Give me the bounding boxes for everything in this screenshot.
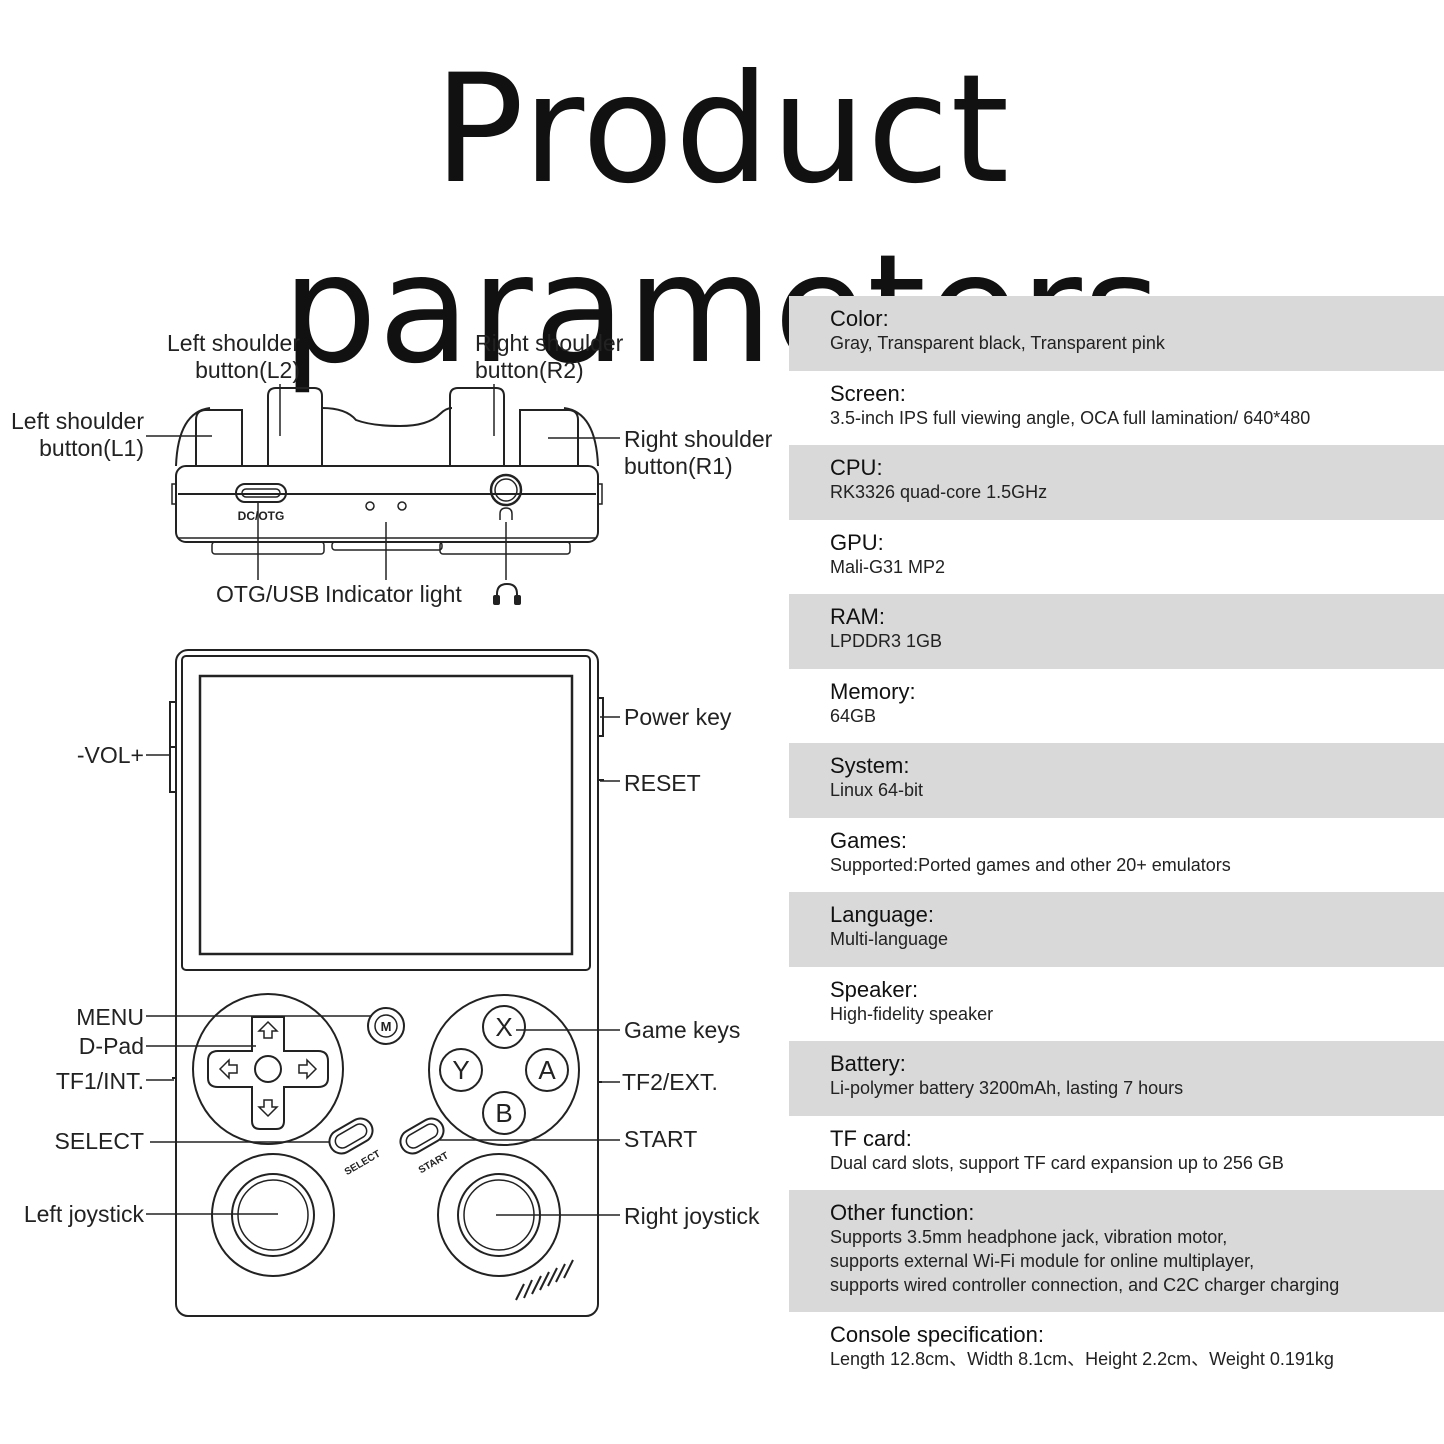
arrow-up-icon: [257, 1020, 279, 1039]
indicator-light-1: [365, 501, 375, 511]
spec-value: Gray, Transparent black, Transparent pin…: [830, 333, 1165, 353]
spec-table: Color:Gray, Transparent black, Transpare…: [789, 296, 1444, 1387]
dpad-ring: [192, 993, 344, 1145]
label-menu: MENU: [76, 1004, 144, 1030]
screen-bezel: [181, 655, 591, 971]
spec-row: TF card:Dual card slots, support TF card…: [789, 1116, 1444, 1191]
spec-label: Screen:: [830, 380, 906, 406]
spec-row: Language:Multi-language: [789, 892, 1444, 967]
button-b: [482, 1091, 526, 1135]
shoulder-l2: [267, 387, 323, 466]
spec-value: Length 12.8cm、Width 8.1cm、Height 2.2cm、W…: [830, 1349, 1334, 1369]
label-otg-usb: OTG/USB: [216, 581, 320, 607]
spec-label: Other function:: [830, 1200, 975, 1225]
top-body: [175, 465, 599, 543]
label-reset: RESET: [624, 770, 701, 796]
btn-b-label: B: [495, 1098, 512, 1128]
shoulder-r2: [449, 387, 505, 466]
button-a: [525, 1048, 569, 1092]
spec-label: RAM:: [830, 604, 885, 629]
select-small-label: SELECT: [343, 1149, 383, 1178]
label-start: START: [624, 1126, 698, 1152]
spec-label: Battery:: [830, 1051, 906, 1076]
arrow-left-icon: [218, 1058, 238, 1080]
spec-row: Other function:Supports 3.5mm headphone …: [789, 1190, 1444, 1312]
menu-button: [367, 1007, 405, 1045]
spec-label: Speaker:: [830, 976, 919, 1002]
spec-label: GPU:: [830, 529, 884, 555]
label-dpad: D-Pad: [78, 1033, 144, 1059]
screen: [198, 674, 574, 956]
label-right-shoulder-r2: Right shoulder button(R2): [475, 330, 624, 383]
spec-row: Screen:3.5-inch IPS full viewing angle, …: [789, 371, 1444, 446]
label-power-key: Power key: [624, 704, 732, 730]
label-select: SELECT: [54, 1128, 144, 1154]
spec-row: CPU:RK3326 quad-core 1.5GHz: [789, 445, 1444, 520]
dc-otg-label: DC/OTG: [238, 509, 285, 523]
label-left-shoulder-l2: Left shoulder button(L2): [167, 330, 300, 383]
spec-label: Language:: [830, 902, 934, 927]
arrow-down-icon: [257, 1099, 279, 1118]
spec-value: RK3326 quad-core 1.5GHz: [830, 482, 1048, 502]
dpad: [207, 1016, 329, 1130]
spec-row: Games:Supported:Ported games and other 2…: [789, 818, 1444, 893]
spec-label: CPU:: [830, 455, 883, 480]
shoulder-l1: [195, 409, 243, 466]
spec-row: Console specification:Length 12.8cm、Widt…: [789, 1312, 1444, 1387]
left-joystick: [211, 1153, 335, 1277]
spec-value: Li-polymer battery 3200mAh, lasting 7 ho…: [830, 1078, 1184, 1098]
spec-value: 64GB: [830, 705, 877, 726]
label-tf2: TF2/EXT.: [622, 1069, 718, 1095]
spec-value: Multi-language: [830, 929, 949, 949]
spec-row: Speaker:High-fidelity speaker: [789, 967, 1444, 1042]
spec-value: LPDDR3 1GB: [830, 631, 943, 651]
spec-label: Color:: [830, 306, 889, 331]
label-game-keys: Game keys: [624, 1017, 741, 1043]
start-small-label: START: [417, 1150, 451, 1176]
spec-row: GPU:Mali-G31 MP2: [789, 520, 1444, 595]
btn-y-label: Y: [452, 1055, 469, 1085]
label-left-joystick: Left joystick: [23, 1201, 144, 1227]
spec-label: TF card:: [830, 1125, 912, 1151]
speaker-grille: [515, 1259, 574, 1301]
spec-value: High-fidelity speaker: [830, 1003, 994, 1024]
spec-row: Battery:Li-polymer battery 3200mAh, last…: [789, 1041, 1444, 1116]
spec-row: RAM:LPDDR3 1GB: [789, 594, 1444, 669]
spec-row: System:Linux 64-bit: [789, 743, 1444, 818]
face-button-ring: [428, 994, 580, 1146]
start-button: [399, 1117, 445, 1155]
headphone-icon-small: [499, 507, 513, 520]
spec-row: Memory:64GB: [789, 669, 1444, 744]
spec-label: Console specification:: [830, 1322, 1045, 1347]
spec-value: Mali-G31 MP2: [830, 556, 946, 577]
button-y: [439, 1048, 483, 1092]
arrow-right-icon: [298, 1058, 318, 1080]
indicator-light-2: [397, 501, 407, 511]
label-indicator-light: Indicator light: [325, 581, 462, 607]
spec-label: Games:: [830, 827, 908, 853]
btn-x-label: X: [495, 1012, 512, 1042]
select-button: [328, 1117, 374, 1155]
headphone-icon: [493, 582, 521, 605]
spec-value: Dual card slots, support TF card expansi…: [830, 1152, 1284, 1173]
label-right-shoulder-r1: Right shoulder button(R1): [624, 426, 773, 479]
spec-value: Linux 64-bit: [830, 780, 924, 800]
spec-row: Color:Gray, Transparent black, Transpare…: [789, 296, 1444, 371]
spec-value: Supports 3.5mm headphone jack, vibration…: [830, 1227, 1340, 1295]
btn-a-label: A: [538, 1055, 556, 1085]
label-left-shoulder-l1: Left shoulder button(L1): [11, 408, 144, 461]
btn-m-label: M: [381, 1019, 392, 1034]
label-right-joystick: Right joystick: [624, 1203, 760, 1229]
spec-value: Supported:Ported games and other 20+ emu…: [830, 854, 1231, 875]
dc-otg-port: [235, 483, 287, 503]
label-tf1: TF1/INT.: [55, 1068, 144, 1094]
label-vol: -VOL+: [76, 742, 144, 768]
spec-label: Memory:: [830, 678, 916, 704]
headphone-jack: [489, 473, 523, 507]
spec-label: System:: [830, 753, 910, 778]
front-body: [175, 649, 599, 1317]
button-x: [482, 1005, 526, 1049]
spec-value: 3.5-inch IPS full viewing angle, OCA ful…: [830, 407, 1311, 428]
